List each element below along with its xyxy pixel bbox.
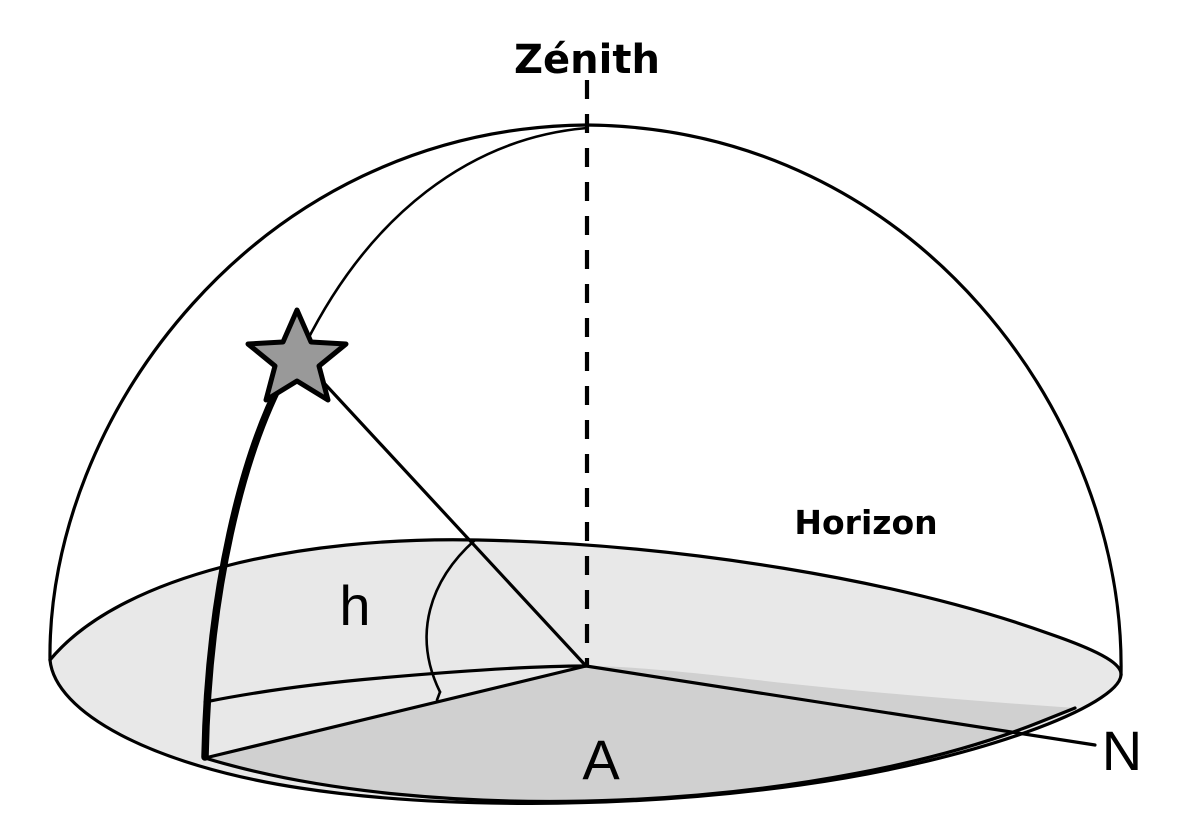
- north-direction-line: [584, 664, 1097, 747]
- altitude-arc: [425, 538, 477, 694]
- line-of-sight: [298, 355, 588, 668]
- azimuth-radius-to-star-foot: [203, 664, 588, 760]
- horizon-label: Horizon: [794, 503, 937, 542]
- altitude-angle-label: h: [339, 574, 370, 637]
- azimuth-sector: [205, 666, 1075, 802]
- azimuth-angle-label: A: [582, 728, 620, 791]
- horizon-rim-back: [48, 538, 1123, 677]
- star-marker: [245, 307, 349, 403]
- zenith-label: Zénith: [514, 37, 660, 83]
- vertical-circle-arc-upper: [303, 126, 589, 347]
- vertical-circle-arc-lower: [201, 358, 296, 761]
- star-icon: [245, 307, 349, 403]
- azimuth-sector-arc: [203, 706, 1077, 803]
- azimuth-sector-chord: [203, 664, 588, 704]
- north-point-label: N: [1102, 719, 1142, 782]
- altitude-arc-base-tick: [435, 690, 442, 702]
